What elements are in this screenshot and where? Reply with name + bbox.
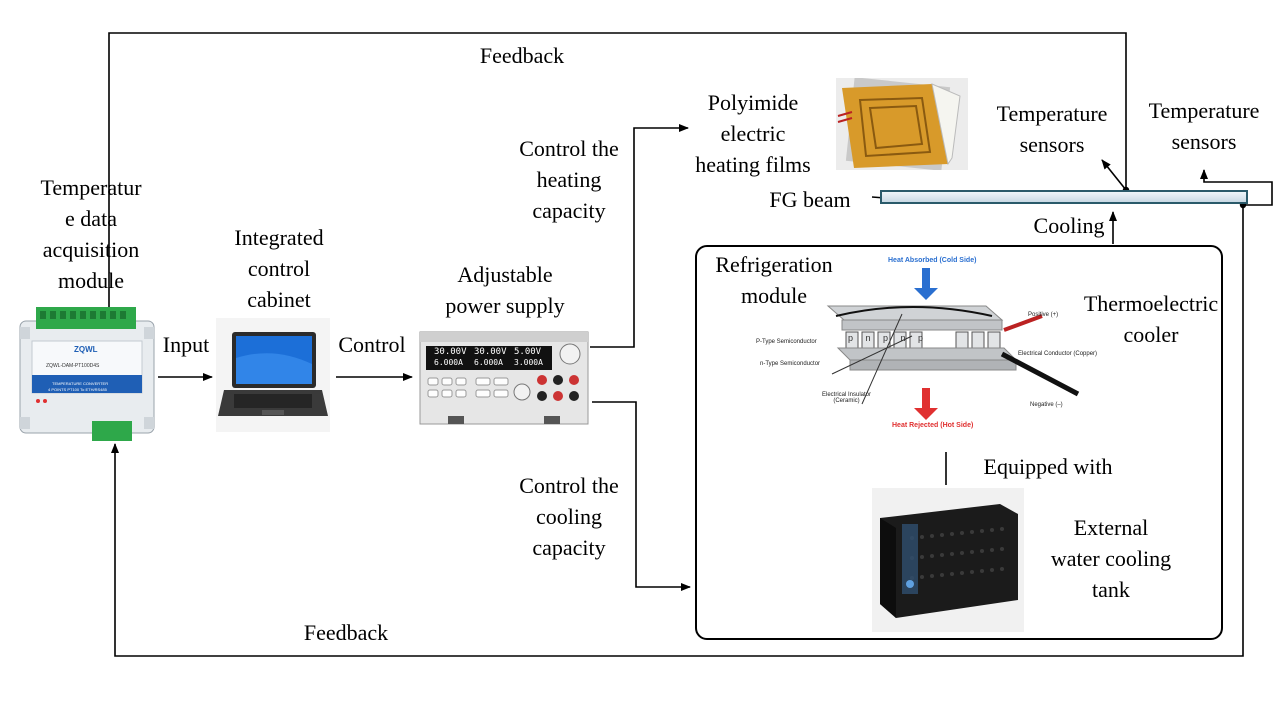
module-line1: TEMPERATURE CONVERTER: [52, 381, 109, 386]
heating-film-photo: [836, 77, 968, 171]
temp-sensors-label-2: Temperature sensors: [1148, 98, 1260, 154]
sensor-pointer-2: [1200, 169, 1273, 206]
thermoelectric-label: Thermoelectric cooler: [1083, 291, 1219, 347]
feedback-bottom-arrow: [111, 205, 1244, 657]
refrigeration-label: Refrigeration module: [715, 252, 833, 308]
water-tank-photo: [872, 488, 1024, 632]
psu-a3: 3.000A: [514, 358, 543, 367]
tec-diagram: Heat Absorbed (Cold Side) P-Type Semicon…: [742, 254, 1097, 440]
input-label: Input: [162, 332, 210, 357]
laptop-device: [216, 318, 330, 432]
temp-sensors-label-1: Temperature sensors: [996, 101, 1108, 157]
feedback-top-arrow: [105, 32, 1127, 317]
insulator-label: Electrical Insulator (Ceramic): [822, 392, 872, 404]
power-supply-label: Adjustable power supply: [445, 262, 565, 318]
psu-v3: 5.00V: [514, 347, 542, 357]
sensor-pointer-1: [1101, 159, 1127, 191]
module-line2: 4 POINTS PT100 To ETH/RS485: [48, 387, 107, 392]
cooling-label: Cooling: [1033, 213, 1105, 238]
p-type-label: P-Type Semiconductor: [756, 339, 817, 345]
pellet-letters: p n p n p: [848, 333, 929, 343]
feedback-bottom-label: Feedback: [303, 620, 389, 645]
heat-absorbed-label: Heat Absorbed (Cold Side): [888, 257, 977, 264]
cooling-control-arrow: [592, 401, 691, 591]
negative-label: Negative (–): [1030, 402, 1063, 408]
control-cooling-label: Control the cooling capacity: [519, 473, 619, 560]
power-supply-device: 30.00V 30.00V 5.00V 6.000A 6.000A 3.000A: [418, 330, 590, 426]
water-tank-label: External water cooling tank: [1050, 515, 1172, 602]
positive-label: Positive (+): [1028, 312, 1059, 318]
module-brand: ZQWL: [74, 345, 98, 354]
temp-module-label: Temperatur e data acquisition module: [40, 175, 142, 293]
control-heating-label: Control the heating capacity: [519, 136, 619, 223]
refrigeration-module-box: [695, 245, 1223, 640]
fg-beam-label: FG beam: [769, 187, 851, 212]
control-label: Control: [338, 332, 406, 357]
equipped-label: Equipped with: [983, 454, 1113, 479]
conductor-label: Electrical Conductor (Copper): [1018, 351, 1098, 357]
polyimide-label: Polyimide electric heating films: [695, 90, 811, 177]
psu-v1: 30.00V: [434, 347, 467, 357]
cabinet-label: Integrated control cabinet: [234, 225, 324, 312]
module-model: ZQWL-DAM-PT100D4S: [46, 363, 100, 369]
psu-v2: 30.00V: [474, 347, 507, 357]
temperature-module-device: ZQWL ZQWL-DAM-PT100D4S TEMPERATURE CONVE…: [18, 305, 156, 443]
feedback-top-label: Feedback: [479, 43, 565, 68]
psu-a2: 6.000A: [474, 358, 503, 367]
n-type-label: n-Type Semiconductor: [760, 361, 821, 367]
fg-beam: [880, 190, 1248, 204]
heat-rejected-label: Heat Rejected (Hot Side): [892, 422, 974, 429]
heating-control-arrow: [590, 124, 689, 348]
psu-a1: 6.000A: [434, 358, 463, 367]
